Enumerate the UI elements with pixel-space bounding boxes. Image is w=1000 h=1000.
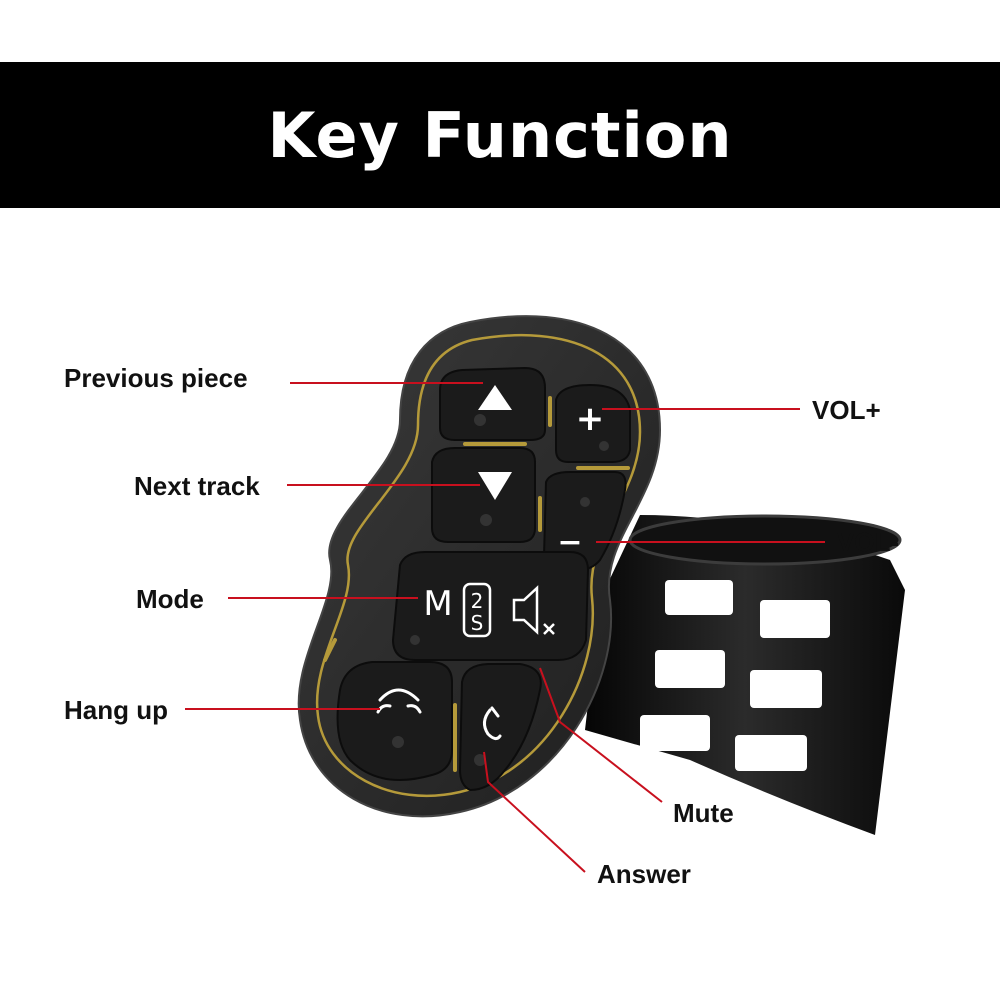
- label-next-track: Next track: [134, 471, 260, 501]
- svg-text:S: S: [471, 611, 484, 635]
- speaker-mute-icon: [512, 585, 555, 635]
- gold-dividers: [323, 396, 630, 772]
- two-seconds-badge: [462, 582, 492, 638]
- leader-mute: [539, 667, 663, 803]
- triangle-down-icon: [478, 472, 512, 500]
- label-previous-piece: Previous piece: [64, 363, 248, 393]
- button-previous[interactable]: [439, 366, 546, 441]
- button-next[interactable]: [431, 447, 536, 543]
- svg-text:2: 2: [471, 589, 484, 613]
- button-hang-up[interactable]: [336, 661, 453, 781]
- mode-glyph: M: [423, 584, 452, 624]
- plus-icon: +: [576, 399, 605, 439]
- label-vol-minus: VOL-: [837, 527, 900, 557]
- button-answer[interactable]: [458, 663, 542, 792]
- leader-answer: [483, 751, 586, 873]
- button-vol-plus[interactable]: +: [555, 383, 631, 463]
- label-mode: Mode: [136, 584, 204, 614]
- phone-answer-icon: [483, 706, 502, 741]
- leader-lines: [185, 382, 825, 873]
- page-title: Key Function: [267, 98, 733, 172]
- label-mute: Mute: [673, 798, 734, 828]
- label-answer: Answer: [597, 859, 691, 889]
- triangle-up-icon: [478, 385, 512, 410]
- button-mode-mute[interactable]: M 2 S: [391, 551, 590, 661]
- phone-hangup-icon: [376, 688, 422, 714]
- label-hang-up: Hang up: [64, 695, 168, 725]
- label-vol-plus: VOL+: [812, 395, 881, 425]
- title-banner: Key Function: [0, 62, 1000, 208]
- mounting-clip: [585, 514, 905, 835]
